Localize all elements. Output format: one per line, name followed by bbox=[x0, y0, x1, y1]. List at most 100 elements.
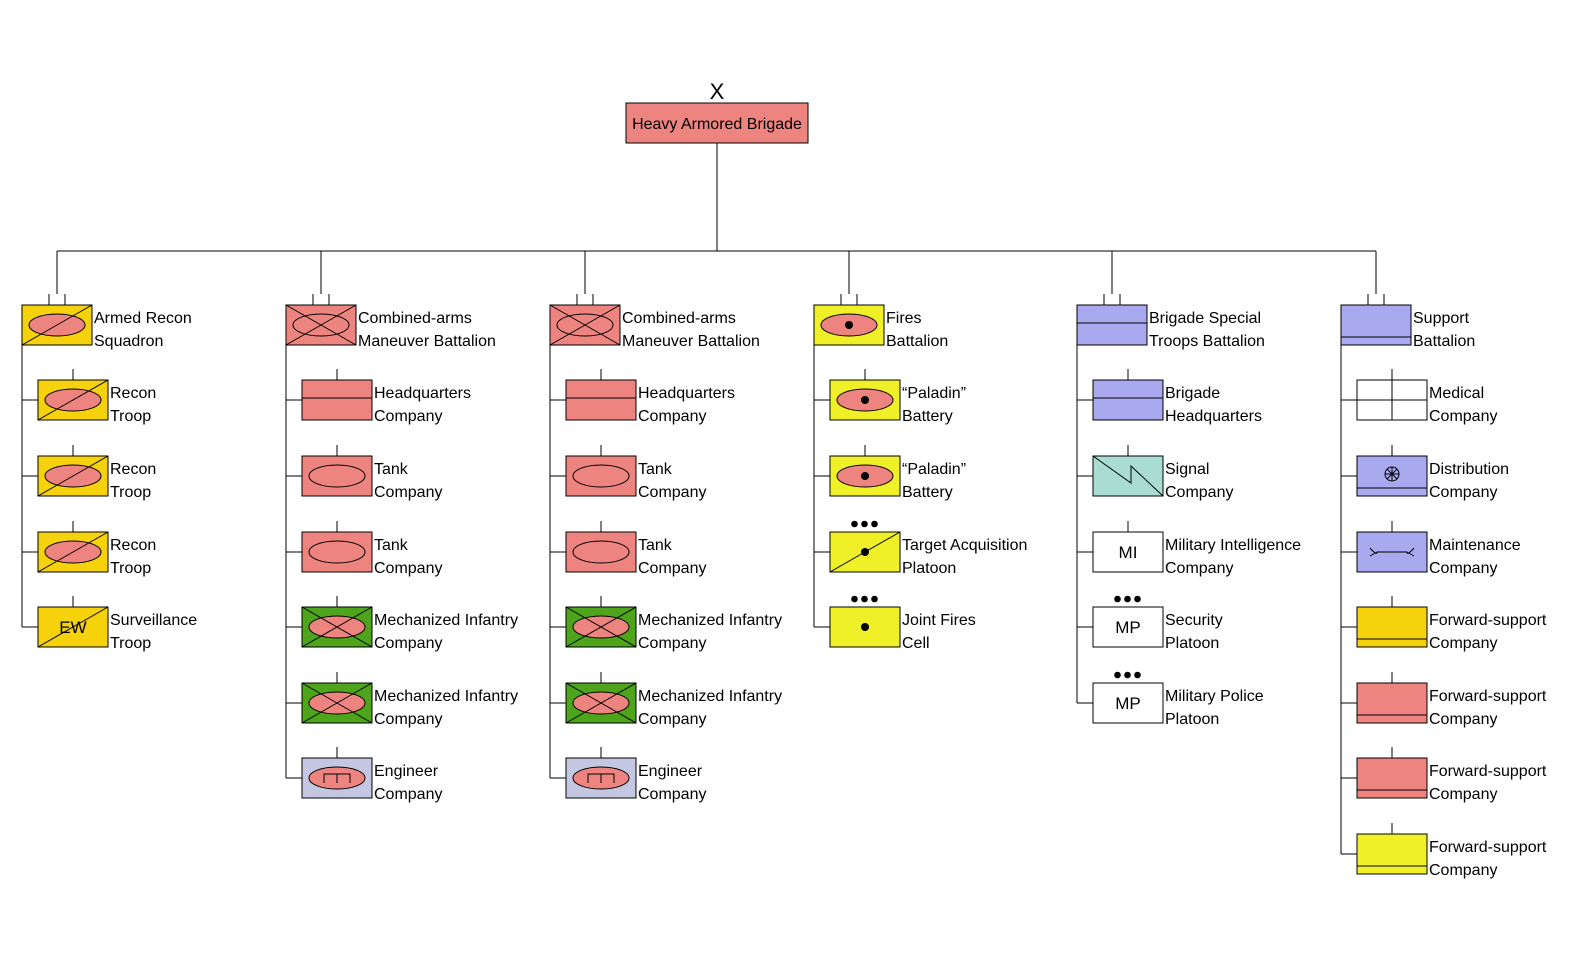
platoon-echelon-dot bbox=[1114, 595, 1121, 603]
unit-label-line: Mechanized Infantry bbox=[374, 688, 518, 705]
unit-label-line: Battalion bbox=[1413, 333, 1475, 350]
infantry-cross-line bbox=[565, 682, 637, 724]
unit-label-line: Company bbox=[638, 711, 706, 728]
armor-track-oval bbox=[308, 540, 366, 564]
artillery-dot bbox=[861, 623, 869, 631]
unit-label-line: Fires bbox=[886, 310, 922, 327]
unit-frame bbox=[1076, 304, 1148, 346]
platoon-echelon-dot bbox=[871, 520, 878, 528]
unit-frame bbox=[1092, 682, 1164, 724]
armor-track-oval bbox=[572, 540, 630, 564]
subordinate-tree: Armed ReconSquadronReconTroopReconTroopR… bbox=[21, 250, 1547, 879]
unit-label-line: Headquarters bbox=[374, 385, 471, 402]
armor-track-oval bbox=[308, 464, 366, 488]
platoon-echelon-dot bbox=[1124, 671, 1131, 679]
unit-label-line: Company bbox=[638, 560, 706, 577]
artillery-dot bbox=[861, 396, 869, 404]
unit-frame bbox=[1092, 606, 1164, 648]
cavalry-slash bbox=[37, 606, 109, 648]
unit-frame bbox=[1092, 379, 1164, 421]
unit-frame bbox=[1356, 606, 1428, 648]
platoon-echelon-dot bbox=[871, 595, 878, 603]
unit-label-line: Headquarters bbox=[1165, 408, 1262, 425]
unit-label-line: Company bbox=[1429, 484, 1497, 501]
platoon-echelon-dot bbox=[1134, 595, 1141, 603]
unit-label-line: Signal bbox=[1165, 461, 1209, 478]
unit-frame bbox=[565, 379, 637, 421]
unit-label-line: Company bbox=[1165, 484, 1233, 501]
unit-label-line: Engineer bbox=[374, 763, 439, 780]
unit-label-line: Combined-arms bbox=[622, 310, 736, 327]
subunit: “Paladin” Battery bbox=[814, 445, 966, 501]
unit-label-line: Forward-support bbox=[1429, 839, 1547, 856]
maintenance-wrench-icon bbox=[1369, 551, 1415, 557]
unit-symbol-text: EW bbox=[59, 618, 86, 637]
unit-label-line: Company bbox=[1429, 711, 1497, 728]
unit-label-line: Medical bbox=[1429, 385, 1484, 402]
cavalry-slash bbox=[21, 304, 93, 346]
unit-label-line: Tank bbox=[374, 461, 409, 478]
unit-frame bbox=[1356, 833, 1428, 875]
unit-label-line: Squadron bbox=[94, 333, 163, 350]
root-echelon-mark: X bbox=[710, 79, 725, 104]
unit-label-line: Battery bbox=[902, 484, 953, 501]
unit-label-line: Recon bbox=[110, 461, 156, 478]
platoon-echelon-dot bbox=[1114, 671, 1121, 679]
unit-label-line: Platoon bbox=[1165, 635, 1219, 652]
platoon-echelon-dot bbox=[861, 520, 868, 528]
unit-label-line: Surveillance bbox=[110, 612, 197, 629]
unit-label-line: Company bbox=[1429, 560, 1497, 577]
unit-label-line: Troops Battalion bbox=[1149, 333, 1265, 350]
unit-frame bbox=[301, 379, 373, 421]
unit-label-line: Troop bbox=[110, 408, 151, 425]
armor-track-oval bbox=[572, 464, 630, 488]
unit-label-line: Recon bbox=[110, 385, 156, 402]
engineer-castle-mark bbox=[587, 773, 615, 783]
platoon-echelon-dot bbox=[861, 595, 868, 603]
root-unit-box bbox=[625, 102, 809, 144]
unit-label-line: Tank bbox=[638, 537, 673, 554]
unit-label-line: “Paladin” bbox=[902, 461, 966, 478]
unit-label-line: Company bbox=[638, 786, 706, 803]
unit-label-line: Armed Recon bbox=[94, 310, 192, 327]
cavalry-slash bbox=[37, 379, 109, 421]
platoon-echelon-dot bbox=[1124, 595, 1131, 603]
unit-frame bbox=[1092, 531, 1164, 573]
unit-label-line: Mechanized Infantry bbox=[638, 612, 782, 629]
unit-label-line: Company bbox=[1429, 786, 1497, 803]
unit-symbol-text: MP bbox=[1115, 618, 1141, 637]
platoon-echelon-dot bbox=[1134, 671, 1141, 679]
unit-label-line: Mechanized Infantry bbox=[374, 612, 518, 629]
unit-label-line: Target Acquisition bbox=[902, 537, 1027, 554]
unit-label-line: Tank bbox=[374, 537, 409, 554]
unit-label-line: Maneuver Battalion bbox=[358, 333, 496, 350]
infantry-cross-line bbox=[285, 304, 357, 346]
unit-label-line: Headquarters bbox=[638, 385, 735, 402]
unit-label-line: Brigade Special bbox=[1149, 310, 1261, 327]
